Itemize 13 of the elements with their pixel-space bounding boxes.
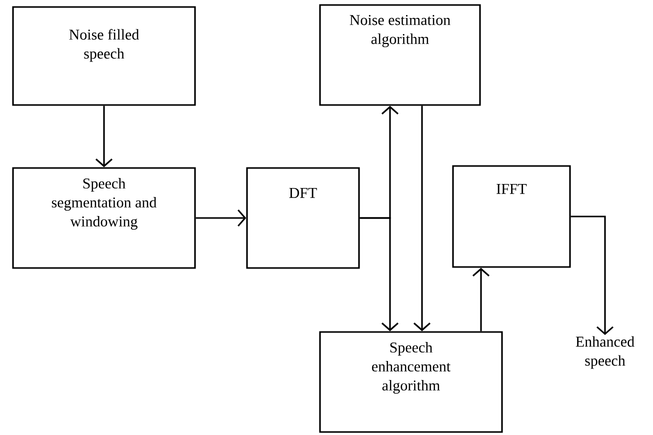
arrow [472, 268, 490, 332]
arrow [196, 209, 246, 227]
arrow [413, 106, 431, 332]
process-box: DFT [246, 167, 360, 269]
process-box: IFFT [452, 165, 571, 268]
arrow [360, 217, 399, 332]
process-box: Noise filled speech [12, 6, 196, 106]
output-label: Enhanced speech [576, 336, 634, 369]
arrow [570, 216, 614, 335]
process-box: Speech enhancement algorithm [319, 331, 503, 433]
arrow [95, 106, 113, 168]
process-box: Speech segmentation and windowing [12, 167, 196, 269]
process-box: Noise estimation algorithm [319, 4, 481, 106]
